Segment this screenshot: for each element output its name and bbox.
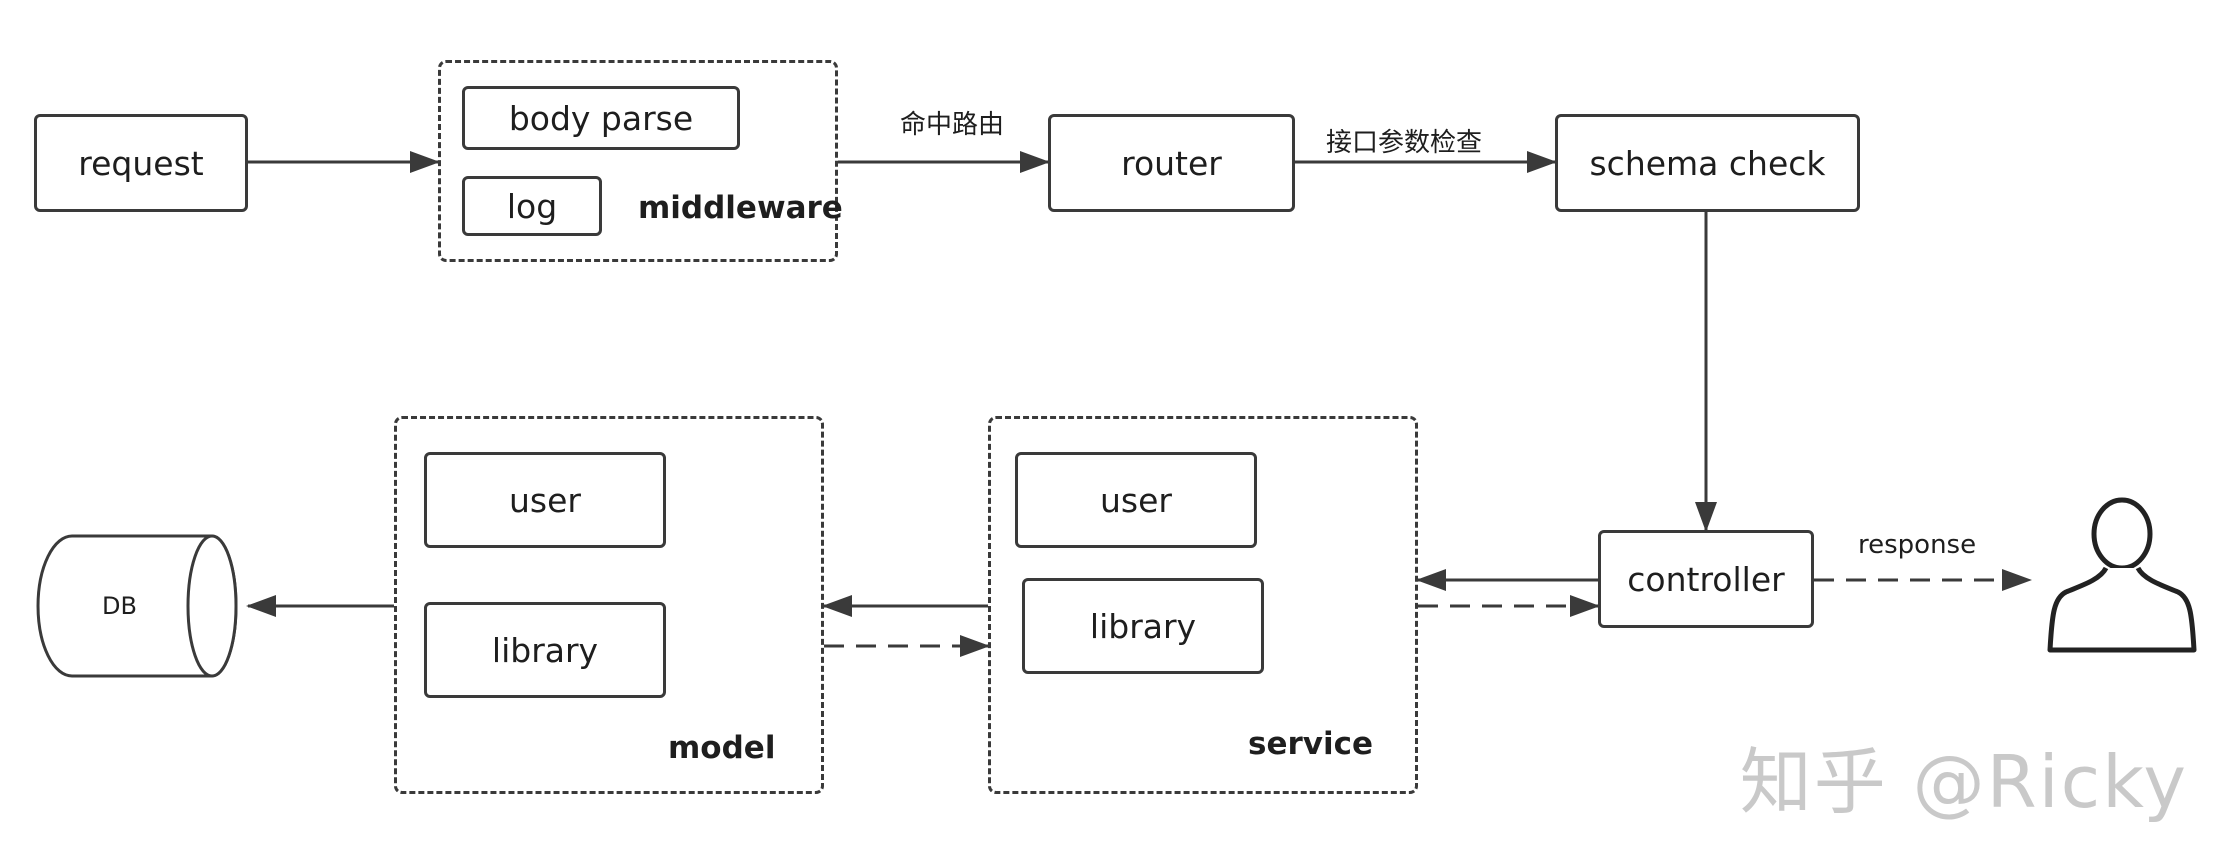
router-node: router: [1048, 114, 1295, 212]
log-node: log: [462, 176, 602, 236]
model-user-node: user: [424, 452, 666, 548]
controller-node: controller: [1598, 530, 1814, 628]
watermark: 知乎 @Ricky: [1739, 740, 2188, 824]
service-library-node: library: [1022, 578, 1264, 674]
db-cylinder-icon: [36, 534, 238, 678]
user-person-icon: [2047, 497, 2197, 653]
middleware-group: [438, 60, 838, 262]
body-parse-node: body parse: [462, 86, 740, 150]
model-label: model: [668, 730, 776, 766]
middleware-label: middleware: [638, 190, 843, 226]
param-check-label: 接口参数检查: [1326, 128, 1483, 158]
schema-check-node: schema check: [1555, 114, 1860, 212]
db-label: DB: [102, 592, 137, 620]
model-group: [394, 416, 824, 794]
model-library-node: library: [424, 602, 666, 698]
response-label: response: [1858, 530, 1977, 560]
request-node: request: [34, 114, 248, 212]
hit-route-label: 命中路由: [900, 110, 1005, 140]
service-label: service: [1248, 726, 1373, 762]
service-group: [988, 416, 1418, 794]
service-user-node: user: [1015, 452, 1257, 548]
